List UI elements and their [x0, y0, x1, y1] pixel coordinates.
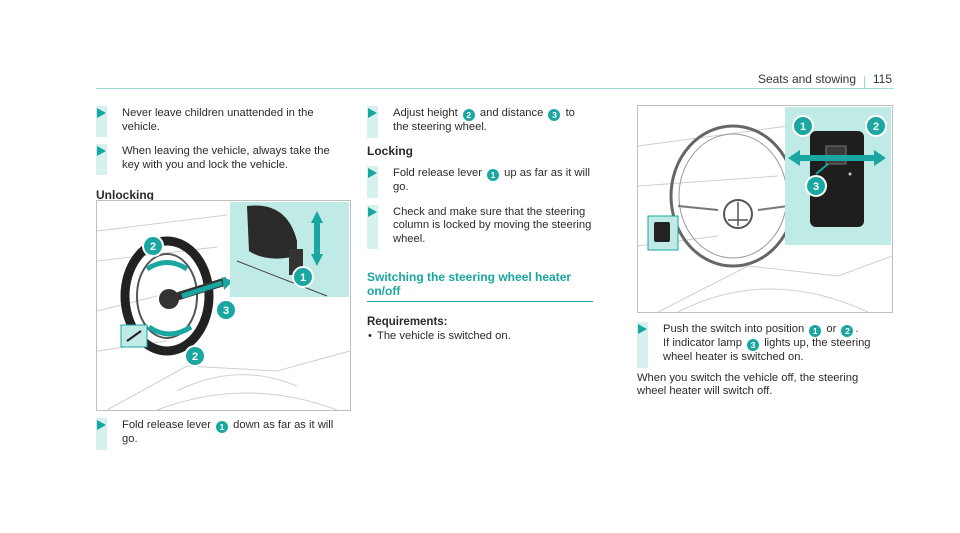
fold-down-pre: Fold release lever [122, 419, 211, 431]
requirement-item: The vehicle is switched on. [367, 330, 593, 344]
step-marker-bar [367, 166, 378, 198]
callout-badge: 3 [747, 339, 760, 351]
warning-step-key: When leaving the vehicle, always take th… [96, 144, 350, 175]
svg-text:2: 2 [192, 351, 198, 363]
heater-note: When you switch the vehicle off, the ste… [637, 371, 859, 398]
check-step: Check and make sure that the steering co… [367, 204, 593, 249]
callout-badge: 2 [841, 325, 854, 337]
fold-up-post: up as far as it will go. [393, 167, 590, 193]
svg-text:3: 3 [813, 181, 819, 193]
svg-text:2: 2 [150, 241, 156, 253]
callout-badge: 1 [487, 169, 500, 181]
left-bottom-step: Fold release lever 1 down as far as it w… [96, 418, 350, 457]
steering-wheel-heater-figure: 1 2 3 [637, 105, 893, 313]
callout-badge: 2 [462, 109, 475, 121]
adjust-post: to the steering wheel. [393, 107, 575, 133]
indicator-post: lights up, the steering wheel heater is … [663, 337, 871, 363]
step-arrow-icon [97, 420, 106, 430]
fold-down-step: Fold release lever 1 down as far as it w… [96, 418, 350, 450]
page-header: Seats and stowing 115 [0, 70, 960, 90]
push-switch-step: Push the switch into position 1 or 2. If… [637, 322, 887, 368]
step-arrow-icon [368, 108, 377, 118]
heater-section-title: Switching the steering wheel heater on/o… [367, 270, 593, 302]
step-marker-bar [367, 204, 378, 249]
push-post: . [855, 323, 859, 335]
header-section-title: Seats and stowing [757, 72, 856, 86]
warning-step-children: Never leave children unattended in the v… [96, 106, 350, 137]
fold-down-post: down as far as it will go. [122, 419, 334, 445]
middle-column: Adjust height 2 and distance 3 to the st… [367, 106, 593, 343]
step-arrow-icon [368, 168, 377, 178]
push-pre: Push the switch into position [663, 323, 805, 335]
svg-text:1: 1 [300, 272, 306, 284]
locking-heading: Locking [367, 143, 414, 158]
check-text: Check and make sure that the steering co… [393, 205, 592, 245]
heater-switch-illustration: 1 2 3 [638, 106, 892, 312]
step-marker-bar [96, 418, 107, 450]
adjust-pre: Adjust height [393, 107, 458, 119]
step-arrow-icon [638, 324, 647, 334]
push-mid: or [826, 323, 837, 335]
step-text: Never leave children unattended in the v… [122, 107, 314, 133]
step-arrow-icon [97, 146, 106, 156]
callout-badge: 1 [216, 421, 229, 433]
step-marker-bar [96, 144, 107, 175]
adjust-step: Adjust height 2 and distance 3 to the st… [367, 106, 593, 138]
header-divider [864, 76, 865, 89]
adjust-mid: and distance [479, 107, 544, 119]
step-marker-bar [637, 322, 648, 368]
svg-text:1: 1 [800, 121, 806, 133]
svg-text:3: 3 [223, 305, 229, 317]
right-column: Push the switch into position 1 or 2. If… [637, 322, 887, 399]
unlocking-heading: Unlocking [96, 188, 155, 202]
fold-up-pre: Fold release lever [393, 167, 482, 179]
indicator-pre: If indicator lamp [663, 337, 742, 349]
step-marker-bar [367, 106, 378, 138]
step-arrow-icon [368, 206, 377, 217]
steering-column-illustration: 2 3 2 1 [97, 201, 350, 410]
callout-badge: 1 [809, 325, 822, 337]
steering-column-adjust-figure: 2 3 2 1 [96, 200, 351, 411]
callout-badge: 3 [548, 109, 561, 121]
fold-up-step: Fold release lever 1 up as far as it wil… [367, 166, 593, 198]
header-rule [96, 88, 894, 89]
step-arrow-icon [97, 108, 106, 118]
left-column: Never leave children unattended in the v… [96, 106, 350, 213]
step-text: When leaving the vehicle, always take th… [122, 145, 330, 171]
requirements-title: Requirements: [367, 316, 448, 328]
step-marker-bar [96, 106, 107, 137]
svg-text:2: 2 [873, 121, 879, 133]
page-number: 115 [872, 72, 892, 86]
